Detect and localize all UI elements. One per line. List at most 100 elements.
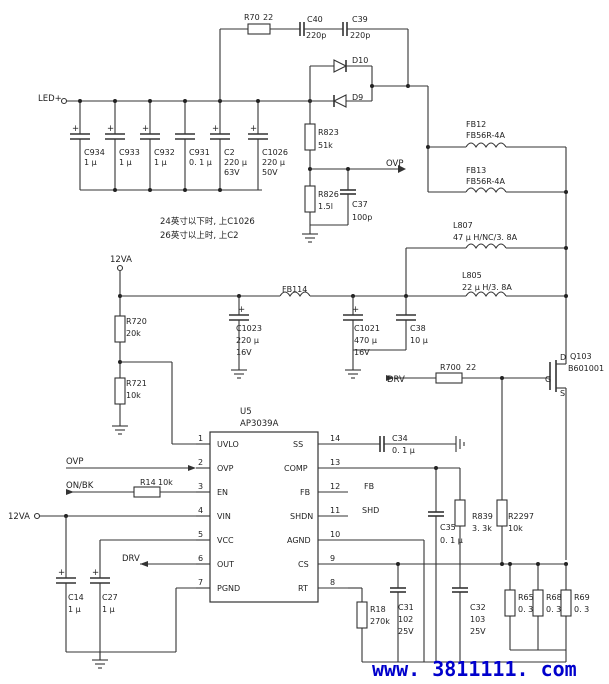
- svg-text:25V: 25V: [398, 627, 414, 636]
- svg-text:B601001: B601001: [568, 364, 604, 373]
- svg-text:R720: R720: [126, 317, 147, 326]
- svg-text:63V: 63V: [224, 168, 240, 177]
- svg-text:+: +: [107, 124, 114, 134]
- resistor-r721: [114, 377, 126, 405]
- net-12va-left: 12VA: [8, 512, 30, 522]
- assembly-note-line1: 24英寸以下时, 上C1026: [160, 216, 255, 227]
- cap-c931: C931 0. 1 μ: [175, 101, 212, 190]
- svg-text:C932: C932: [154, 148, 175, 157]
- svg-text:C27: C27: [102, 593, 118, 602]
- diode-d10: [333, 59, 348, 73]
- svg-text:10 μ: 10 μ: [410, 336, 428, 345]
- ferrite-fb114: [279, 291, 311, 298]
- svg-text:R69: R69: [574, 593, 590, 602]
- svg-text:Q103: Q103: [570, 352, 592, 361]
- svg-text:D10: D10: [352, 56, 368, 65]
- svg-text:VIN: VIN: [217, 512, 231, 521]
- svg-text:C14: C14: [68, 593, 84, 602]
- svg-text:FB56R-4A: FB56R-4A: [466, 131, 505, 140]
- svg-text:+: +: [142, 124, 149, 134]
- junction-dots-rail: [78, 99, 312, 192]
- svg-text:1: 1: [198, 434, 203, 443]
- svg-text:C39: C39: [352, 15, 368, 24]
- led-rail-section: LED+ + C934 1 μ + C933 1 μ + C932 1 μ C9…: [38, 94, 312, 241]
- net-drv-out: DRV: [122, 554, 140, 564]
- svg-text:PGND: PGND: [217, 584, 240, 593]
- svg-text:L805: L805: [462, 271, 482, 280]
- svg-text:0. 3: 0. 3: [574, 605, 589, 614]
- svg-text:5: 5: [198, 530, 203, 539]
- svg-text:R826: R826: [318, 190, 339, 199]
- svg-text:+: +: [250, 124, 257, 134]
- net-led-plus: LED+: [38, 94, 62, 104]
- svg-text:0. 3: 0. 3: [518, 605, 533, 614]
- svg-text:C933: C933: [119, 148, 140, 157]
- assembly-note-line2: 26英寸以上时, 上C2: [160, 230, 239, 241]
- svg-text:1 μ: 1 μ: [102, 605, 115, 614]
- cap-c1026: + C1026 220 μ 50V: [248, 101, 288, 190]
- net-12va-top: 12VA: [110, 255, 132, 265]
- svg-text:VCC: VCC: [217, 536, 234, 545]
- svg-text:FB12: FB12: [466, 120, 486, 129]
- input-filter-section: 12VA FB114 R720 20k R721 10k + C1023 220…: [110, 255, 428, 445]
- svg-text:COMP: COMP: [284, 464, 308, 473]
- svg-text:C32: C32: [470, 603, 486, 612]
- svg-text:R839: R839: [472, 512, 493, 521]
- svg-text:16V: 16V: [354, 348, 370, 357]
- svg-text:4: 4: [198, 506, 203, 515]
- svg-text:+: +: [238, 305, 245, 315]
- ferrite-fb12: [465, 142, 507, 149]
- cap-c2: + C2 220 μ 63V: [210, 101, 247, 190]
- net-shd: SHD: [362, 506, 379, 515]
- svg-text:+: +: [352, 305, 359, 315]
- svg-text:+: +: [58, 568, 65, 578]
- svg-text:CS: CS: [298, 560, 309, 569]
- svg-text:OUT: OUT: [217, 560, 234, 569]
- svg-text:11: 11: [330, 506, 340, 515]
- cap-c932: + C932 1 μ: [140, 101, 175, 190]
- svg-text:1 μ: 1 μ: [68, 605, 81, 614]
- svg-text:FB114: FB114: [282, 285, 307, 294]
- inductor-section: FB12 FB56R-4A FB13 FB56R-4A L807 47 μ H/…: [405, 120, 568, 352]
- svg-text:R721: R721: [126, 379, 147, 388]
- svg-text:470 μ: 470 μ: [354, 336, 377, 345]
- resistor-r70: [247, 23, 271, 35]
- svg-text:R70: R70: [244, 13, 260, 22]
- svg-text:C1023: C1023: [236, 324, 262, 333]
- svg-text:10k: 10k: [508, 524, 523, 533]
- ovp-divider: R823 51k OVP R826 1.5l C37 100p: [302, 101, 406, 243]
- svg-text:47 μ H/NC/3. 8A: 47 μ H/NC/3. 8A: [453, 233, 518, 242]
- svg-text:22 μ H/3. 8A: 22 μ H/3. 8A: [462, 283, 512, 292]
- svg-text:+: +: [92, 568, 99, 578]
- svg-text:7: 7: [198, 578, 203, 587]
- svg-text:C1021: C1021: [354, 324, 380, 333]
- inductor-l807: [465, 243, 507, 250]
- svg-text:1 μ: 1 μ: [119, 158, 132, 167]
- net-fb: FB: [364, 482, 374, 491]
- svg-text:FB: FB: [300, 488, 310, 497]
- resistor-r826: [304, 185, 316, 213]
- resistor-r823: [304, 123, 316, 151]
- svg-text:D9: D9: [352, 93, 363, 102]
- svg-text:R65: R65: [518, 593, 534, 602]
- svg-text:102: 102: [398, 615, 413, 624]
- resistor-r720: [114, 315, 126, 343]
- svg-text:SS: SS: [293, 440, 303, 449]
- svg-text:R68: R68: [546, 593, 562, 602]
- svg-text:D: D: [560, 353, 566, 362]
- svg-text:C40: C40: [307, 15, 323, 24]
- resistor-r68: [532, 589, 544, 617]
- watermark: www. 3811111. com: [372, 657, 577, 681]
- svg-text:C931: C931: [189, 148, 210, 157]
- svg-text:3: 3: [198, 482, 203, 491]
- svg-text:C38: C38: [410, 324, 426, 333]
- svg-text:FB13: FB13: [466, 166, 486, 175]
- svg-text:AP3039A: AP3039A: [240, 419, 279, 429]
- svg-text:103: 103: [470, 615, 485, 624]
- led-plus-terminal: [60, 97, 68, 105]
- svg-text:22: 22: [263, 13, 273, 22]
- cap-c934: + C934 1 μ: [70, 101, 105, 190]
- svg-text:16V: 16V: [236, 348, 252, 357]
